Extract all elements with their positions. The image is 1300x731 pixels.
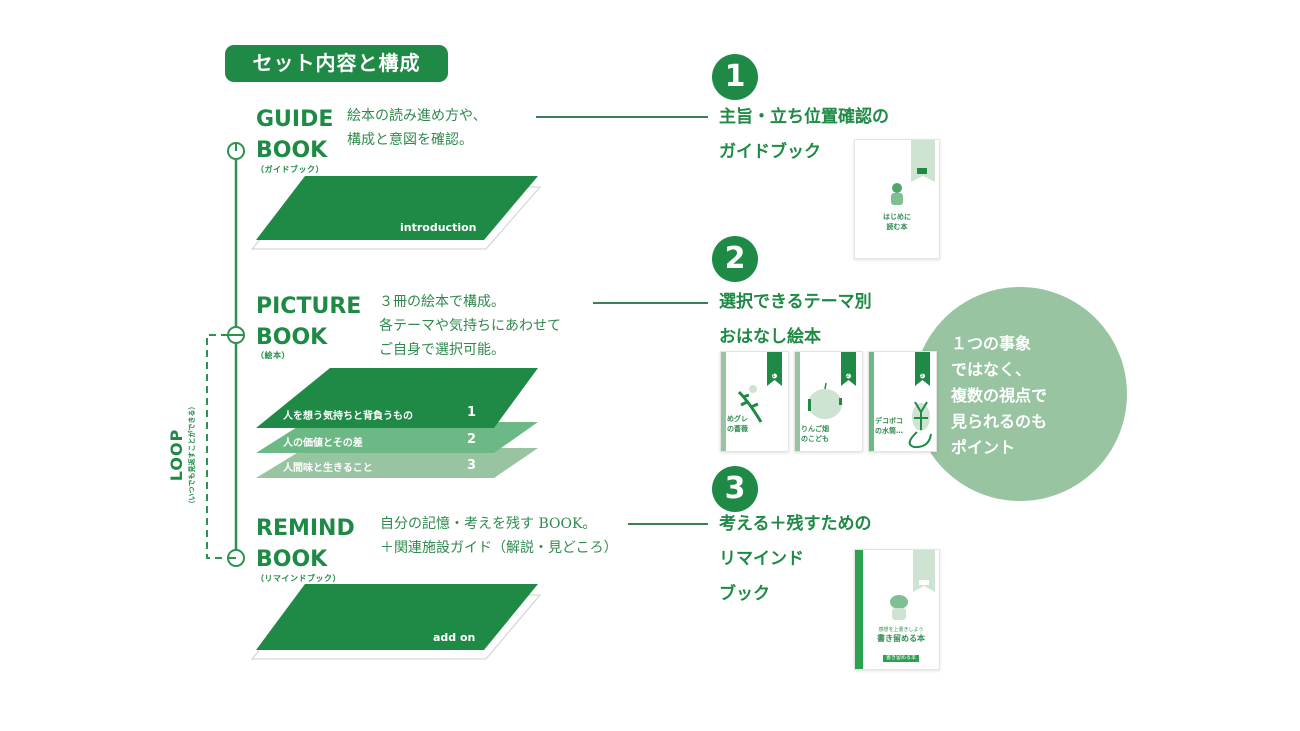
remind-cover-small: 感想を上書きしよう [878,627,924,633]
bookmark-ribbon-icon [841,352,856,386]
remind-description: 自分の記憶・考えを残す BOOK。 ＋関連施設ガイド（解説・見どころ） [380,512,618,560]
guide-head-line1: GUIDE [256,107,334,132]
picture-layer-3 [256,448,538,478]
bubble-line1: １つの事象 [951,334,1032,353]
guide-slab [256,176,538,240]
bubble-line5: ポイント [951,438,1016,457]
picture-cover-1-art [737,352,782,423]
remind-cover-art [890,550,935,620]
picture-layer-1 [256,368,538,428]
guide-cover-art [891,140,935,205]
guide-cover-title-l1: はじめに [883,213,911,221]
loop-sub: （いつでも見返すことができる） [188,402,196,508]
picture-cover-1-title-l1: めグレ [727,415,748,423]
step-1-line1: 主旨・立ち位置確認の [719,107,889,127]
remind-desc-line1: 自分の記憶・考えを残す BOOK。 [380,516,597,532]
section-title: セット内容と構成 [225,45,448,82]
picture-description: ３冊の絵本で構成。 各テーマや気持ちにあわせて ご自身で選択可能。 [379,290,561,362]
step-1-heading: 主旨・立ち位置確認の ガイドブック [719,100,889,170]
picture-head-line1: PICTURE [256,294,362,319]
picture-layer-1-num: 1 [467,405,477,420]
guide-desc-line1: 絵本の読み進め方や、 [347,108,487,124]
remind-slab-label: add on [433,631,476,644]
bubble-line4: 見られるのも [951,412,1048,431]
bookmark-ribbon-icon [913,550,935,592]
step-3-line3: ブック [719,584,770,604]
remind-book-heading: REMIND BOOK [256,513,355,575]
guide-sub: （ガイドブック） [256,165,324,174]
point-bubble: １つの事象 ではなく、 複数の視点で 見られるのも ポイント [913,287,1127,501]
picture-layer-2-num: 2 [467,432,477,447]
flower-icon [737,390,763,423]
step-2-badge: 2 [712,236,758,282]
guide-book-heading: GUIDE BOOK [256,104,333,166]
picture-cover-2-title-l1: りんご畑 [801,425,829,433]
step-1-badge: 1 [712,54,758,100]
step-3-line1: 考える＋残すための [719,514,872,534]
bubble-line3: 複数の視点で [951,386,1048,405]
guide-book-cover: はじめに 読む本 [854,139,940,259]
picture-cover-2: りんご畑 のこども 2 [794,351,863,452]
picture-cover-1: めグレ の薔薇 1 [720,351,789,452]
picture-layer-1-label: 人を想う気持ちと背負うもの [283,411,413,422]
loop-bracket [206,334,228,559]
character-icon [890,595,908,609]
remind-cover-tag: 書き留める本 [882,655,919,662]
bubble-line2: ではなく、 [951,360,1032,379]
picture-cover-1-title-l2: の薔薇 [727,425,748,433]
step-1-line2: ガイドブック [719,142,821,162]
remind-slab [256,584,538,650]
picture-layer-3-num: 3 [467,458,477,473]
guide-desc-line2: 構成と意図を確認。 [347,132,473,148]
step-2-line1: 選択できるテーマ別 [719,292,872,312]
picture-cover-1-badge: 1 [772,373,776,379]
apple-icon [808,389,842,419]
picture-cover-2-title-l2: のこども [801,435,829,443]
remind-book-cover: 感想を上書きしよう 書き留める本 書き留める本 [854,549,940,670]
bookmark-ribbon-icon [915,352,930,386]
picture-cover-3-title-l1: デコボコ [875,417,903,425]
picture-cover-3: デコボコ の水筒… 3 [868,351,937,452]
remind-head-line1: REMIND [256,516,355,541]
picture-layer-2-label: 人の価値とその差 [283,438,363,449]
step-2-heading: 選択できるテーマ別 おはなし絵本 [719,285,872,355]
picture-cover-2-badge: 2 [846,373,850,379]
guide-description: 絵本の読み進め方や、 構成と意図を確認。 [347,104,487,152]
picture-cover-2-art [808,352,856,419]
bookmark-ribbon-icon [767,352,782,386]
loop-label-area: LOOP （いつでも見返すことができる） [167,380,208,530]
guide-cover-title-l2: 読む本 [886,223,908,231]
remind-sub: （リマインドブック） [256,574,341,583]
character-icon [892,183,902,193]
picture-layer-2 [256,422,538,453]
picture-cover-3-art [908,352,932,449]
picture-cover-3-title-l2: の水筒… [875,427,903,435]
picture-desc-line3: ご自身で選択可能。 [379,342,505,358]
step-3-heading: 考える＋残すための リマインド ブック [719,507,872,612]
picture-layer-3-label: 人間味と生きること [283,463,373,474]
picture-sub: （絵本） [256,351,290,360]
picture-book-heading: PICTURE BOOK [256,291,361,353]
remind-cover-title: 書き留める本 [877,634,925,643]
step-3-line2: リマインド [719,549,804,569]
step-2-line2: おはなし絵本 [719,327,821,347]
picture-desc-line1: ３冊の絵本で構成。 [379,294,505,310]
bookmark-ribbon-icon [911,140,935,182]
remind-desc-line2: ＋関連施設ガイド（解説・見どころ） [380,540,618,556]
picture-desc-line2: 各テーマや気持ちにあわせて [379,318,561,334]
guide-head-line2: BOOK [256,138,328,163]
picture-cover-3-badge: 3 [920,373,924,379]
picture-head-line2: BOOK [256,325,328,350]
loop-label: LOOP [167,428,186,482]
step-3-badge: 3 [712,466,758,512]
remind-head-line2: BOOK [256,547,328,572]
guide-slab-label: introduction [400,221,477,234]
